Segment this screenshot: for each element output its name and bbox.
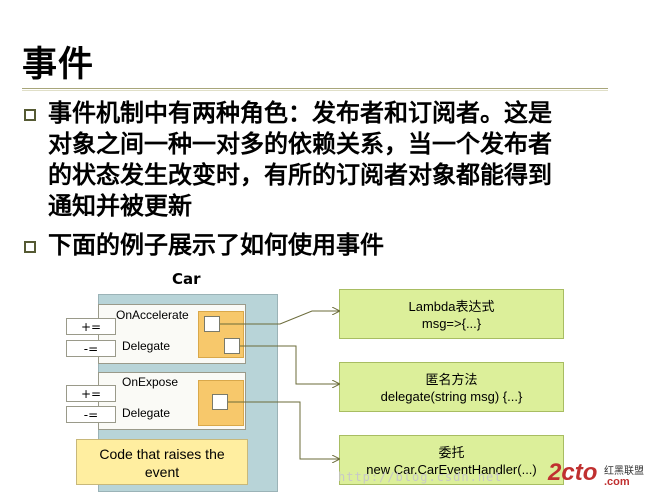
bullet-1-line: 事件机制中有两种角色：发布者和订阅者。这是 [48,99,552,127]
connector-to-lambda [220,311,339,325]
site-logo: 2cto [548,459,598,486]
handler-line: new Car.CarEventHandler(...) [366,462,537,477]
handler-line: delegate(string msg) {...} [380,389,523,404]
add-handler-tab: += [66,385,116,402]
handler-anonymous-method: 匿名方法 delegate(string msg) {...} [339,362,564,412]
raise-event-code-box: Code that raises the event [76,439,248,485]
event-name: OnAccelerate [116,308,189,322]
site-logo-sub: 红黑联盟 [604,466,644,477]
handler-line: 委托 [438,445,465,460]
handler-line: 匿名方法 [425,372,478,387]
code-box-line: Code that raises the [99,446,225,462]
bullet-text-1: 事件机制中有两种角色：发布者和订阅者。这是 对象之间一种一对多的依赖关系，当一个… [48,98,552,222]
handler-delegate: 委托 new Car.CarEventHandler(...) [339,435,564,485]
bullet-2-line: 下面的例子展示了如何使用事件 [48,231,384,259]
handler-line: msg=>{...} [421,316,482,331]
handler-slot [224,338,240,354]
bullet-marker-icon [24,241,36,253]
bullet-marker-icon [24,109,36,121]
handler-slot [204,316,220,332]
add-handler-tab: += [66,318,116,335]
remove-handler-tab: -= [66,406,116,423]
bullet-1-line: 的状态发生改变时，有所的订阅者对象都能得到 [48,161,552,189]
bullet-1-line: 通知并被更新 [48,192,192,220]
url-watermark: http://blog.csdn.net [338,470,503,484]
remove-handler-tab: -= [66,340,116,357]
title-divider [22,88,608,89]
event-type: Delegate [122,406,171,420]
code-box-line: event [144,464,180,480]
site-logo-domain: .com [604,476,630,488]
handler-line: Lambda表达式 [408,299,495,314]
connector-to-delegate [228,401,339,459]
car-label: Car [172,270,201,288]
bullet-text-2: 下面的例子展示了如何使用事件 [48,230,384,261]
event-type: Delegate [122,339,171,353]
handler-lambda: Lambda表达式 msg=>{...} [339,289,564,339]
connector-to-anonymous [240,345,339,384]
bullet-1-line: 对象之间一种一对多的依赖关系，当一个发布者 [48,130,552,158]
event-name: OnExpose [122,375,179,389]
title-divider-shadow [22,90,608,91]
slide-title: 事件 [22,45,95,85]
handler-slot [212,394,228,410]
